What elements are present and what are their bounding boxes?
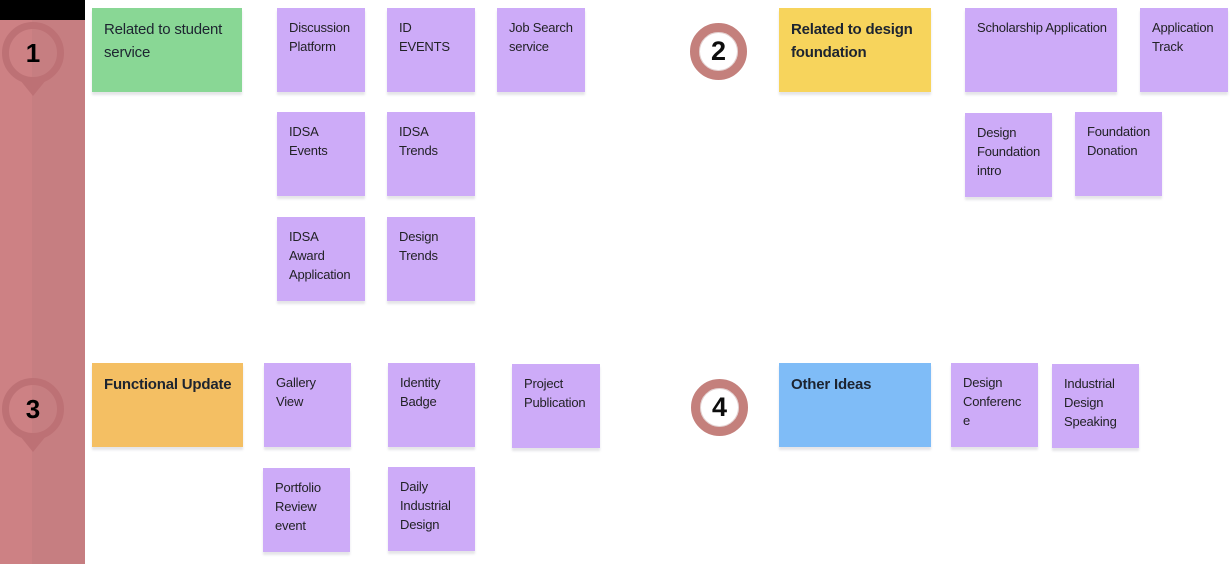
pin-number: 1 [25, 37, 41, 68]
sticky-note-id-events[interactable]: ID EVENTS [387, 8, 475, 92]
numbered-marker-4[interactable]: 4 [691, 379, 748, 436]
pin-tail-icon [20, 436, 46, 452]
pin-tail-icon [20, 80, 46, 96]
numbered-pin-3[interactable]: 3 [2, 378, 64, 452]
sticky-note-job-search-service[interactable]: Job Search service [497, 8, 585, 92]
group-title-note-design-foundation[interactable]: Related to design foundation [779, 8, 931, 92]
sticky-note-idsa-events[interactable]: IDSA Events [277, 112, 365, 196]
group-title-note-functional-update[interactable]: Functional Update [92, 363, 243, 447]
left-pink-panel[interactable]: 1 3 [0, 0, 85, 564]
sticky-note-industrial-design-speaking[interactable]: Industrial Design Speaking [1052, 364, 1139, 448]
sticky-note-daily-industrial-design[interactable]: Daily Industrial Design [388, 467, 475, 551]
sticky-note-design-trends[interactable]: Design Trends [387, 217, 475, 301]
marker-number: 4 [711, 392, 728, 422]
sticky-note-portfolio-review-event[interactable]: Portfolio Review event [263, 468, 350, 552]
sticky-note-identity-badge[interactable]: Identity Badge [388, 363, 475, 447]
sticky-note-application-track[interactable]: Application Track [1140, 8, 1228, 92]
pin-circle-icon: 1 [2, 22, 64, 84]
group-title-note-other-ideas[interactable]: Other Ideas [779, 363, 931, 447]
sticky-note-project-publication[interactable]: Project Publication [512, 364, 600, 448]
sticky-note-design-foundation-intro[interactable]: Design Foundation intro [965, 113, 1052, 197]
sticky-note-idsa-trends[interactable]: IDSA Trends [387, 112, 475, 196]
top-black-bar [0, 0, 85, 20]
sticky-note-foundation-donation[interactable]: Foundation Donation [1075, 112, 1162, 196]
sticky-note-discussion-platform[interactable]: Discussion Platform [277, 8, 365, 92]
sticky-note-gallery-view[interactable]: Gallery View [264, 363, 351, 447]
sticky-note-scholarship-application[interactable]: Scholarship Application [965, 8, 1117, 92]
numbered-pin-1[interactable]: 1 [2, 22, 64, 96]
pin-circle-icon: 3 [2, 378, 64, 440]
sticky-note-design-conference[interactable]: Design Conference [951, 363, 1038, 447]
pin-number: 3 [25, 393, 41, 424]
numbered-marker-2[interactable]: 2 [690, 23, 747, 80]
sticky-note-idsa-award-application[interactable]: IDSA Award Application [277, 217, 365, 301]
group-title-note-student-service[interactable]: Related to student service [92, 8, 242, 92]
marker-number: 2 [710, 36, 727, 66]
